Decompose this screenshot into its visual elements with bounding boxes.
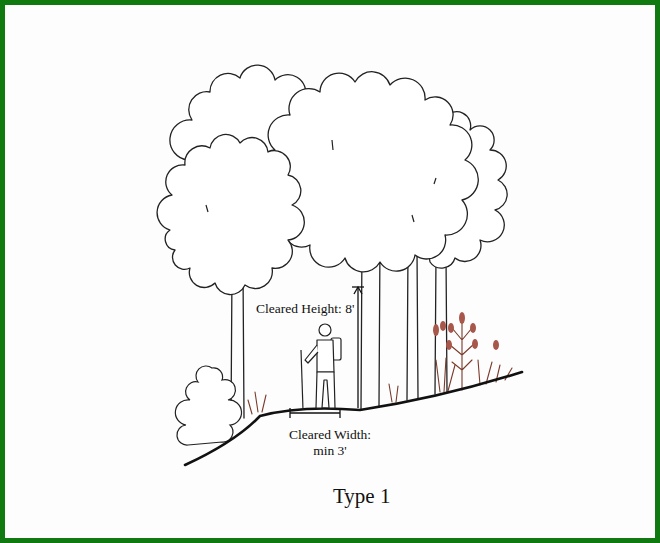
dimension-label: Cleared Height: 8' — [256, 301, 354, 317]
figure-caption: Type 1 — [333, 484, 390, 508]
hiker — [301, 324, 341, 410]
ground-line — [185, 372, 522, 465]
bush — [175, 366, 241, 445]
tree-canopy — [157, 134, 304, 294]
dimension-label: Cleared Width: min 3' — [281, 427, 379, 458]
width-dimension — [290, 408, 340, 418]
